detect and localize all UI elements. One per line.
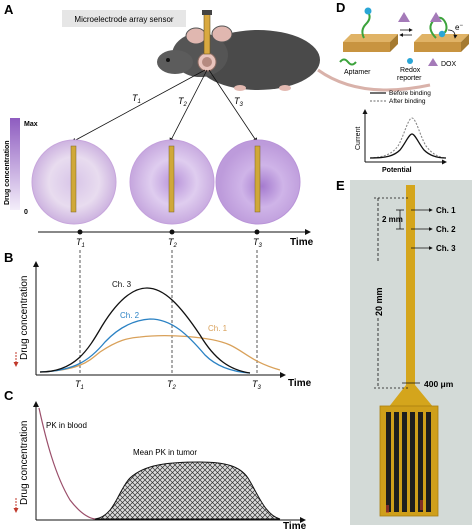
curve-after-binding [369,117,447,159]
panel-letter-b: B [4,250,13,265]
legend-aptamer: Aptamer [344,69,371,76]
y-label-c: Drug concentration [19,421,30,506]
panel-e: E Ch. 1 Ch. 2 Ch. 3 2 mm [336,178,472,525]
arrow-t3 [208,69,258,143]
dish-t3 [215,139,301,225]
spacing-label: 2 mm [382,215,403,224]
legend-reporter: reporter [397,75,422,82]
timepoint-dot-3 [254,229,260,235]
arrow-t1 [71,69,206,143]
tick-t3-b: T3 [252,379,262,391]
x-label-c: Time [283,521,307,530]
panel-b: B Drug concentration Time Ch. 3 Ch. 2 Ch… [4,250,312,391]
timepoint-dot-2 [169,229,175,235]
blood-pk-curve [38,407,96,520]
blood-pk-label: PK in blood [46,421,87,430]
colorbar [10,118,20,210]
mouse-illustration [157,10,431,92]
y-label-b: Drug concentration [19,276,30,361]
legend-after: After binding [389,98,426,105]
electrode-before [343,7,398,52]
label-e-ch2: Ch. 2 [436,225,456,234]
exchange-arrows [399,28,413,37]
label-ch2: Ch. 2 [120,311,140,320]
legend-redox: Redox [400,67,421,74]
tick-t1-b: T1 [75,379,84,391]
panel-a: A Microelectrode array sensor T1 T2 T3 [4,2,431,249]
tick-t3-a: T3 [253,237,263,249]
label-e-ch3: Ch. 3 [436,244,456,253]
dish-t1 [31,139,117,225]
time-label-a: Time [290,237,314,248]
panel-letter-e: E [336,178,345,193]
timepoint-dot-1 [77,229,83,235]
x-label-b: Time [288,378,312,389]
series-ch3 [39,287,251,374]
tick-t2-b: T2 [167,379,177,391]
panel-letter-c: C [4,388,14,403]
arrow-t1-label: T1 [132,93,141,105]
colorbar-title: Drug concentration [4,140,11,205]
electron-label: e− [455,23,463,32]
colorbar-min: 0 [24,209,28,216]
legend-dox-icon [428,58,438,66]
legend-aptamer-icon [339,58,357,66]
x-label-d: Potential [382,167,412,174]
tick-t1-a: T1 [76,237,85,249]
curve-before-binding [369,133,447,159]
dox-free [398,12,410,22]
tumor-pk-label: Mean PK in tumor [133,448,197,457]
label-ch1: Ch. 1 [208,324,228,333]
sensor-label: Microelectrode array sensor [74,15,173,24]
series-ch1 [39,335,281,373]
length-label: 20 mm [374,287,384,316]
tick-t2-a: T2 [168,237,178,249]
arrow-t2-label: T2 [178,96,188,108]
legend-redox-icon [407,58,413,64]
panel-d: D e− Aptamer Redox reporter [336,0,469,174]
sensor-label-box [62,10,186,27]
arrow-t3-label: T3 [234,96,244,108]
dish-t2 [129,139,215,225]
tumor-pk-area [94,461,281,520]
colorbar-max: Max [24,121,38,128]
width-label: 400 μm [424,379,454,389]
legend-dox: DOX [441,61,457,68]
panel-letter-a: A [4,2,14,17]
y-label-d: Current [355,127,362,150]
arrow-t2 [169,69,208,143]
panel-letter-d: D [336,0,345,15]
panel-c: C Drug concentration Time PK in blood Me… [4,388,307,530]
series-ch2 [39,318,251,374]
electrode-after [414,12,469,52]
label-ch3: Ch. 3 [112,280,132,289]
legend-before: Before binding [389,90,431,97]
label-e-ch1: Ch. 1 [436,206,456,215]
gold-electrode [379,185,439,517]
